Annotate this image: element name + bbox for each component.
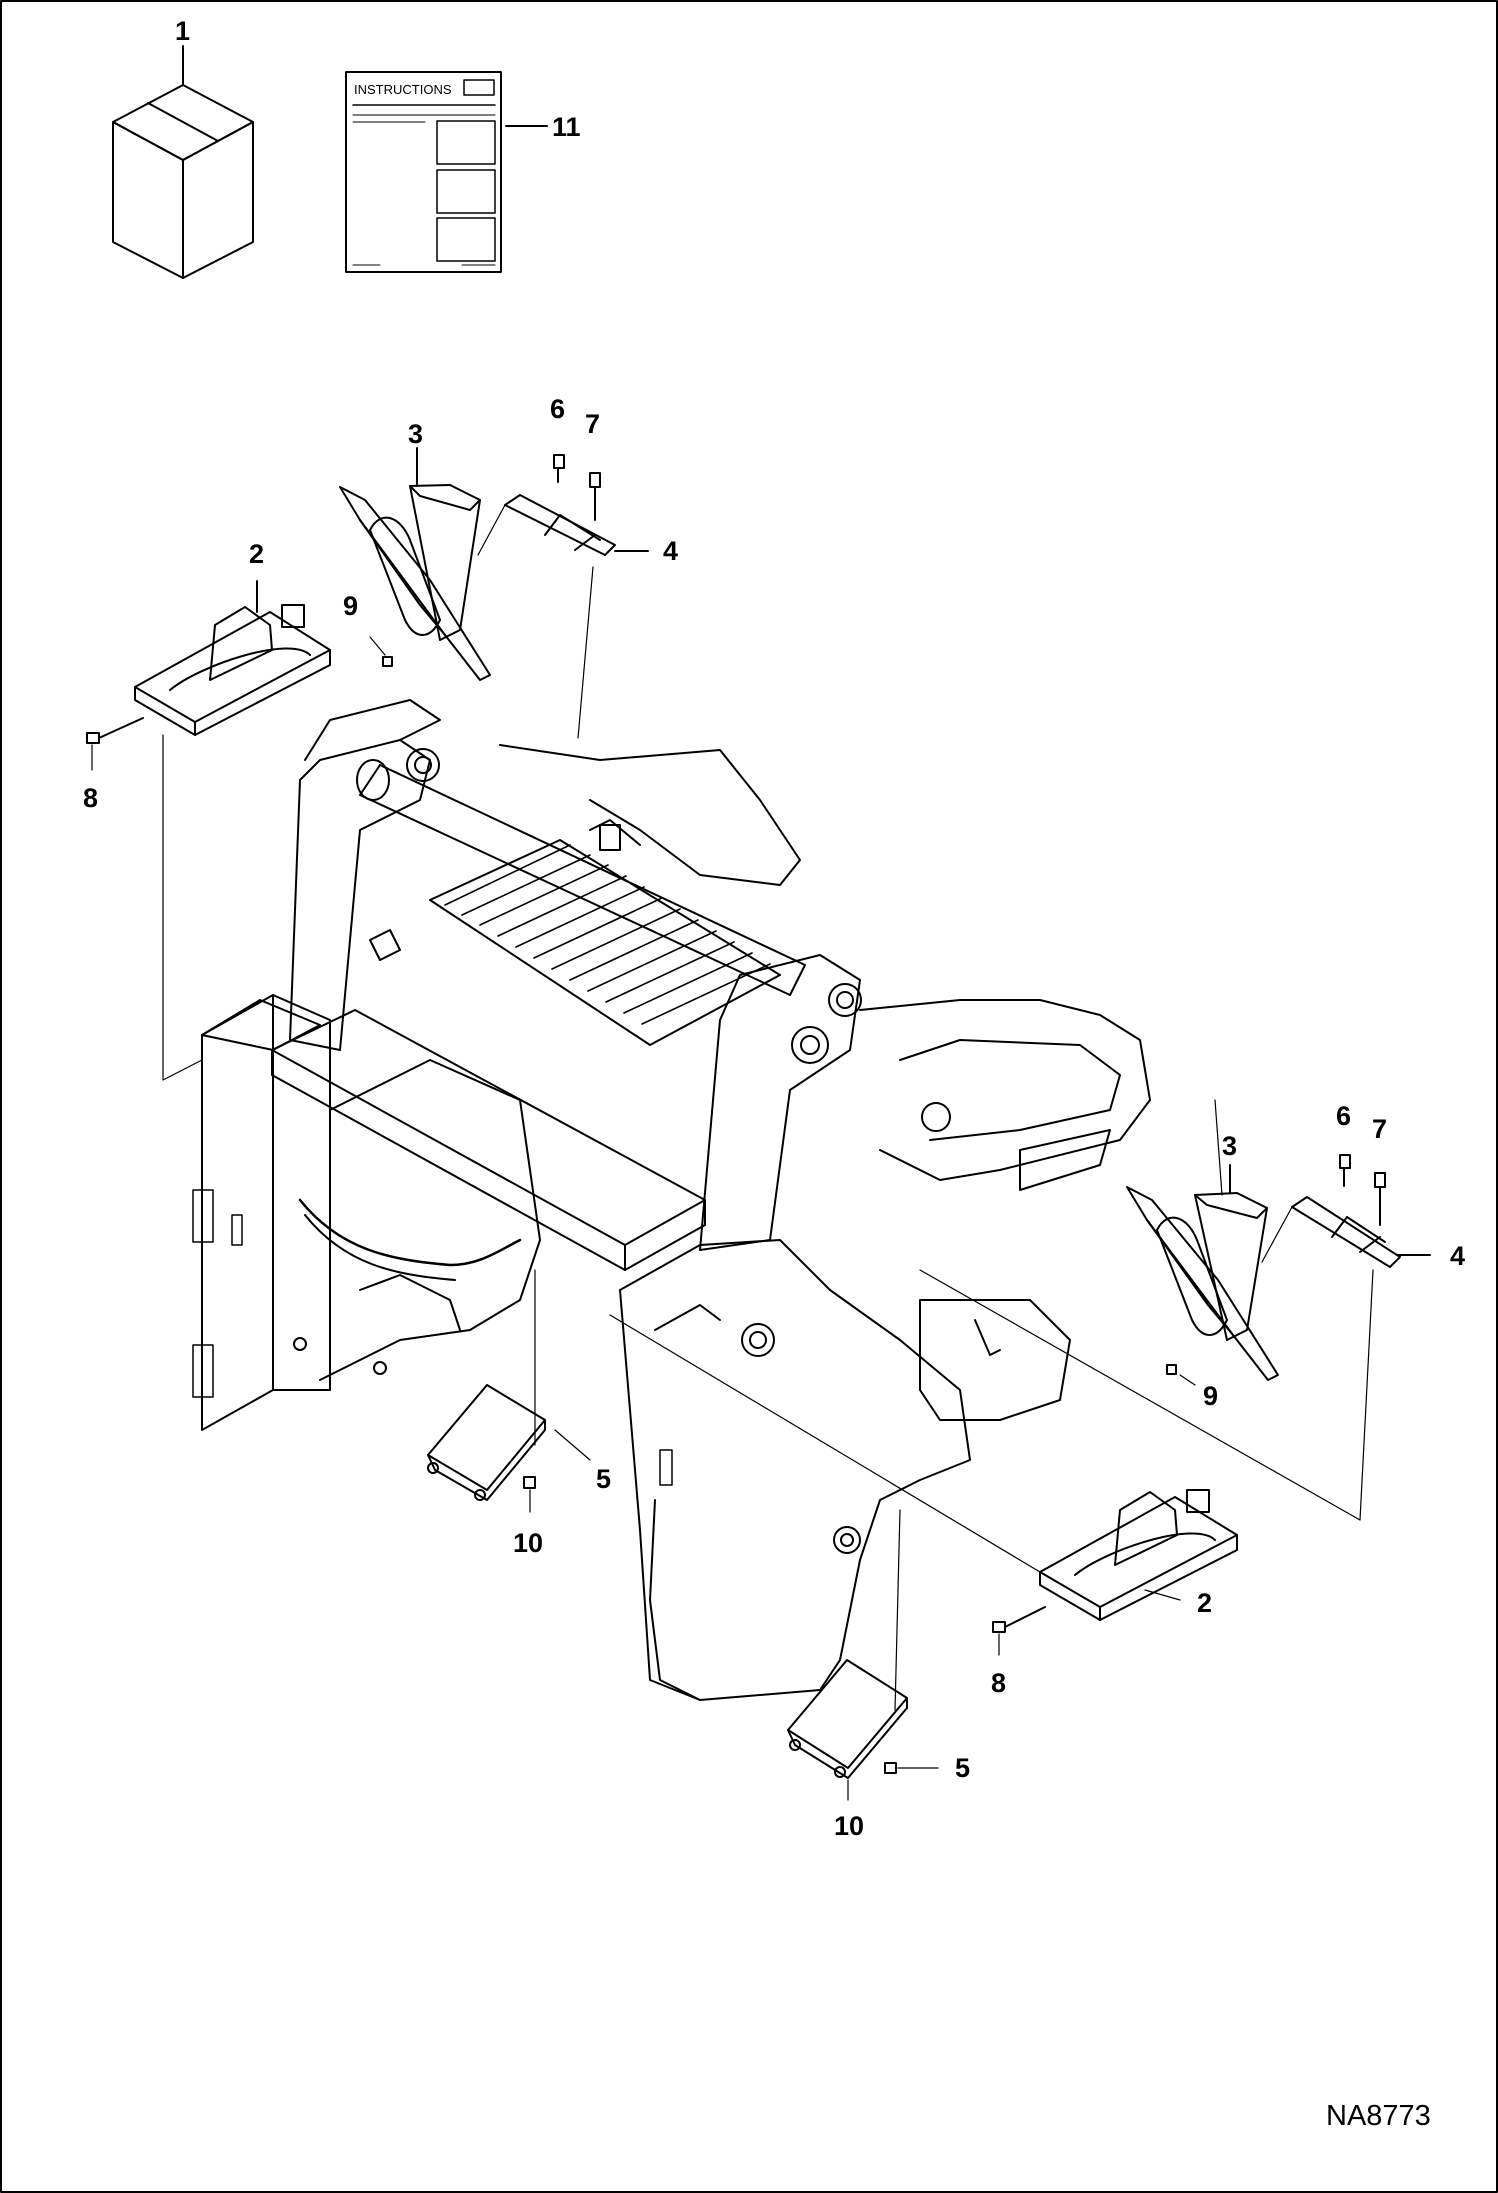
leader-item-3-right-to-bracket	[1261, 1206, 1293, 1263]
callout-item-2-right: 2	[1197, 1588, 1212, 1618]
assembly-line-item-5-right	[894, 1509, 901, 1711]
guard-plate-left-icon	[339, 484, 491, 681]
grille-slats	[444, 844, 771, 1025]
cover-5-left-icon	[427, 1384, 546, 1501]
leader-item-2-right	[1144, 1589, 1181, 1601]
callout-item-11: 11	[552, 112, 581, 142]
callout-item-2-left: 2	[249, 539, 264, 569]
bracket-right-icon	[1291, 1196, 1401, 1268]
callout-item-5-right: 5	[955, 1753, 970, 1783]
bolt-6-left-icon	[553, 454, 565, 483]
leader-item-5-left	[554, 1429, 591, 1461]
callout-item-6-right: 6	[1336, 1101, 1351, 1131]
bolt-8-right-icon	[992, 1606, 1046, 1633]
callout-item-4-right: 4	[1450, 1241, 1465, 1271]
instruction-sheet-title: INSTRUCTIONS	[354, 82, 452, 97]
leader-item-4-left-to-frame	[577, 566, 594, 739]
callout-item-3-left: 3	[408, 419, 423, 449]
guard-plate-right-icon	[1126, 1186, 1279, 1381]
callout-item-7-left: 7	[585, 409, 600, 439]
callout-item-10-left: 10	[513, 1528, 543, 1558]
bracket-left-icon	[504, 494, 616, 556]
bolt-6-right-icon	[1339, 1154, 1351, 1187]
leader-item-3-left-to-frame	[477, 504, 506, 556]
assembly-line-item-4-right	[1359, 1269, 1374, 1521]
callout-item-1: 1	[175, 16, 190, 46]
callout-item-5-left: 5	[596, 1464, 611, 1494]
callout-item-4-left: 4	[663, 536, 678, 566]
callout-item-8-right: 8	[991, 1668, 1006, 1698]
assembly-line-item-2-right	[609, 1314, 1041, 1573]
box-icon	[112, 84, 254, 279]
nut-9-right-icon	[1166, 1364, 1177, 1375]
bolt-7-left-icon	[589, 472, 601, 521]
callout-item-6-left: 6	[550, 394, 565, 424]
cover-5-right-icon	[787, 1659, 908, 1779]
callout-item-10-right: 10	[834, 1811, 864, 1841]
nut-10-right-icon	[884, 1762, 897, 1774]
assembly-line-item-9-right	[919, 1269, 1361, 1521]
callout-item-9-right: 9	[1203, 1381, 1218, 1411]
assembly-line-item-2-left	[162, 734, 203, 1081]
callout-item-8-left: 8	[83, 783, 98, 813]
nut-9-left-icon	[382, 656, 393, 667]
bolt-8-left-icon	[86, 717, 144, 744]
callout-item-7-right: 7	[1372, 1114, 1387, 1144]
mount-plate-right-icon	[1039, 1489, 1238, 1621]
leader-item-9-right	[1179, 1374, 1196, 1386]
callout-item-9-left: 9	[343, 591, 358, 621]
bolt-7-right-icon	[1374, 1172, 1386, 1226]
nut-10-left-icon	[523, 1476, 536, 1489]
instruction-sheet-icon	[345, 71, 502, 273]
leader-item-3-right-to-frame	[1214, 1099, 1223, 1196]
drawing-code: NA8773	[1326, 2100, 1431, 2132]
callout-item-3-right: 3	[1222, 1131, 1237, 1161]
loader-frame-assembly	[192, 699, 1151, 1701]
mount-plate-left-icon	[134, 604, 331, 736]
leader-item-9-left	[369, 636, 386, 656]
